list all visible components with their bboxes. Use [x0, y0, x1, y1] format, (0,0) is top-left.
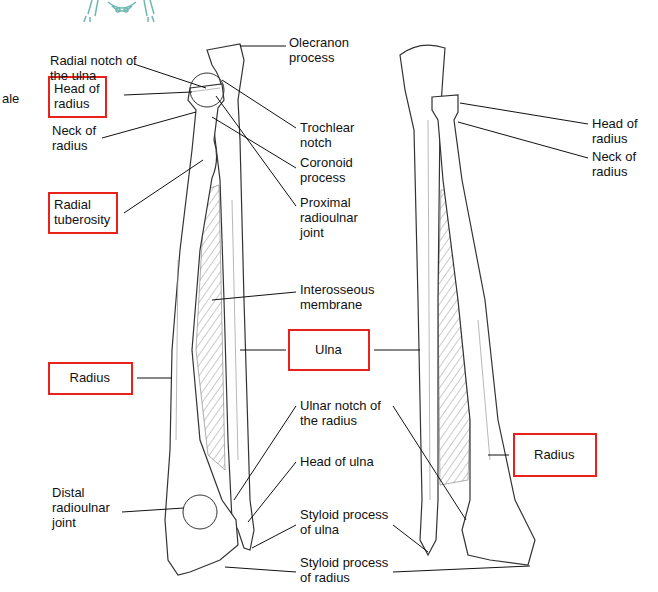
part-name: Ulna [315, 343, 343, 358]
joint-circle [190, 73, 224, 107]
radius-bone [165, 84, 238, 575]
part-name: Coronoid process [300, 156, 370, 186]
part-name: Radial tuberosity [54, 198, 112, 228]
skeleton-icon [84, 0, 154, 22]
part-name: Proximal radioulnar joint [300, 196, 380, 241]
label-box: Radius [48, 362, 133, 395]
part-name: Interosseous membrane [300, 283, 390, 313]
part-name: Radius [70, 371, 112, 386]
label-box: Ulna [288, 329, 370, 371]
label-box: Radial tuberosity [48, 192, 118, 234]
part-name: Styloid process of ulna [300, 508, 400, 538]
leader-lines [102, 46, 588, 572]
part-name: Trochlear notch [300, 121, 370, 151]
label-box: Radius [513, 433, 597, 477]
part-name: ale [2, 92, 42, 107]
bone-shading [428, 120, 490, 500]
part-name: Head of ulna [300, 455, 390, 470]
part-name: Neck of radius [592, 150, 654, 180]
part-name: Neck of radius [52, 124, 112, 154]
part-name: Styloid process of radius [300, 556, 400, 586]
part-name: Olecranon process [289, 36, 364, 66]
joint-circle [183, 495, 217, 529]
part-name: Radial notch of the ulna [50, 54, 150, 84]
part-name: Distal radioulnar joint [52, 486, 122, 531]
part-name: Ulnar notch of the radius [300, 399, 390, 429]
part-name: Head of radius [592, 117, 654, 147]
radius-bone [432, 95, 535, 565]
bone-shading [176, 88, 238, 460]
part-name: Head of radius [54, 82, 101, 112]
part-name: Radius [534, 448, 576, 463]
